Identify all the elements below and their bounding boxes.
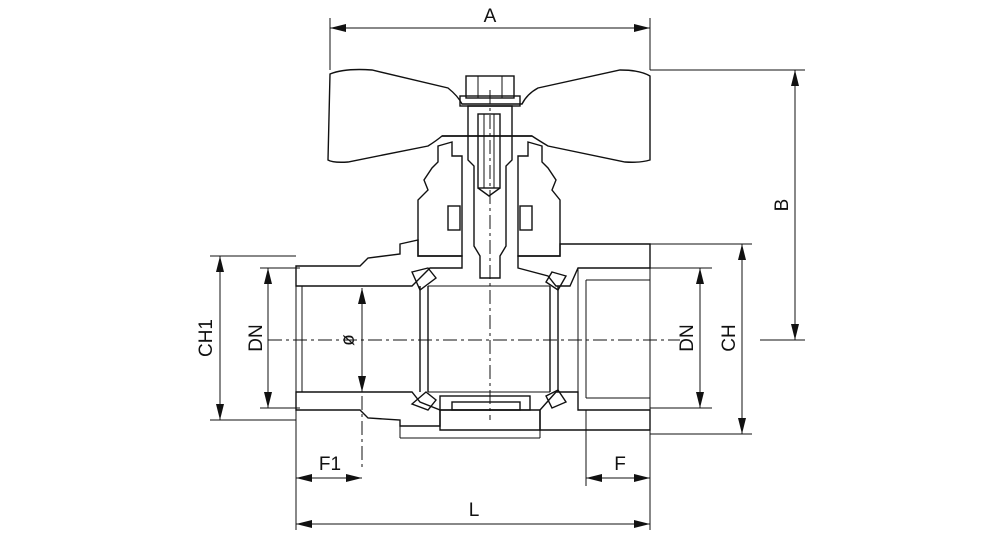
dimension-DN-left: DN	[246, 267, 300, 409]
valve-body	[295, 239, 651, 439]
dimension-F: F	[585, 410, 651, 530]
dimension-CH1: CH1	[196, 255, 296, 421]
dimension-A: A	[329, 6, 651, 70]
label-DN-right: DN	[677, 324, 698, 351]
dimension-F1: F1	[295, 410, 362, 530]
label-L: L	[469, 500, 480, 521]
dimension-L: L	[296, 500, 650, 528]
dimension-B: B	[650, 69, 805, 341]
label-diameter: ø	[338, 334, 359, 346]
dimension-CH: CH	[650, 243, 752, 435]
label-F1: F1	[319, 454, 341, 475]
valve-ball	[410, 267, 568, 411]
bonnet	[417, 141, 561, 257]
valve-stem	[467, 105, 513, 279]
dimension-DN-right: DN	[650, 267, 712, 409]
label-A: A	[484, 6, 497, 27]
label-CH1: CH1	[196, 319, 217, 357]
butterfly-handle	[327, 68, 651, 163]
label-F: F	[614, 454, 626, 475]
label-DN-left: DN	[246, 324, 267, 351]
dimension-diameter: ø	[338, 288, 366, 392]
label-B: B	[772, 199, 793, 212]
label-CH: CH	[719, 324, 740, 351]
